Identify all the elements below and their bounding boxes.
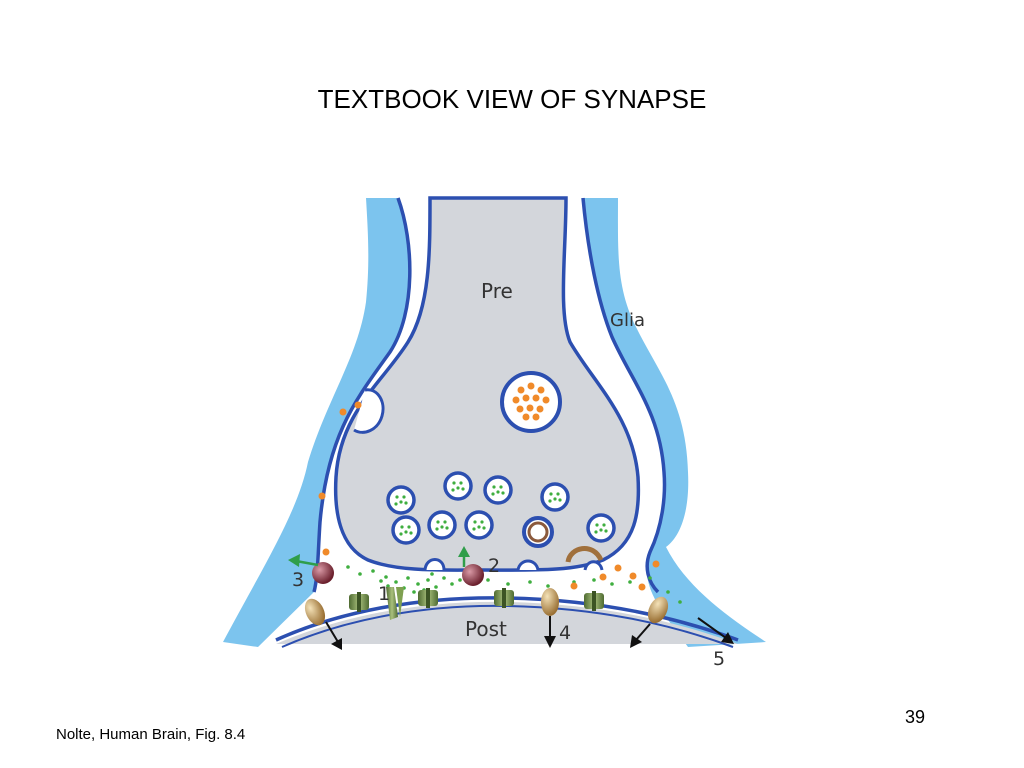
synaptic-vesicle xyxy=(386,485,416,515)
presynaptic-terminal xyxy=(333,196,641,572)
receptor-open xyxy=(386,587,404,620)
receptor xyxy=(494,588,514,608)
glia-membrane-left xyxy=(312,197,412,593)
glia-membrane-right xyxy=(581,197,667,594)
receptor xyxy=(584,591,604,611)
synaptic-vesicle xyxy=(391,515,421,545)
slide-title: TEXTBOOK VIEW OF SYNAPSE xyxy=(317,84,707,114)
synapse-diagram: Pre Glia Post 1 2 3 4 5 xyxy=(218,192,778,672)
marker-2: 2 xyxy=(488,555,500,577)
degrading-enzyme xyxy=(312,562,334,584)
figure-citation: Nolte, Human Brain, Fig. 8.4 xyxy=(56,726,246,743)
exocytosis-pocket xyxy=(353,388,385,434)
marker-3: 3 xyxy=(292,569,304,591)
release-site xyxy=(516,559,540,571)
synaptic-vesicle xyxy=(483,475,513,505)
synapse-svg: Pre Glia Post 1 2 3 4 5 xyxy=(223,196,766,670)
recycling-vesicle xyxy=(522,516,554,548)
vesicle-cluster xyxy=(386,471,616,545)
release-site xyxy=(423,558,446,571)
peptide-dots xyxy=(318,401,660,591)
marker-5: 5 xyxy=(713,648,725,670)
green-arrow-up xyxy=(458,546,470,567)
release-site xyxy=(583,560,604,571)
black-arrow xyxy=(325,621,342,650)
black-arrow xyxy=(697,617,734,644)
synaptic-vesicle xyxy=(427,510,457,540)
reuptake-transporter xyxy=(304,598,326,626)
synaptic-vesicle xyxy=(540,482,570,512)
green-arrow-left xyxy=(288,554,319,567)
degrading-enzyme xyxy=(462,564,484,586)
synaptic-vesicle xyxy=(586,513,616,543)
slide-number: 39 xyxy=(905,707,926,727)
marker-1: 1 xyxy=(378,583,390,605)
receptor xyxy=(418,588,438,608)
label-post: Post xyxy=(465,617,507,641)
reuptake-transporter xyxy=(647,596,669,624)
label-glia: Glia xyxy=(610,310,645,331)
receptor xyxy=(349,592,369,612)
reuptake-transporter xyxy=(541,588,559,616)
marker-4: 4 xyxy=(559,622,571,644)
label-pre: Pre xyxy=(481,279,513,303)
synaptic-vesicle xyxy=(443,471,473,501)
cleft-transmitter xyxy=(346,565,682,604)
endocytosis-arc xyxy=(565,546,604,563)
black-arrow xyxy=(630,623,651,648)
synaptic-vesicle xyxy=(464,510,494,540)
black-arrow xyxy=(544,616,556,648)
glia-right xyxy=(583,198,766,647)
dense-core-vesicle xyxy=(500,371,562,433)
